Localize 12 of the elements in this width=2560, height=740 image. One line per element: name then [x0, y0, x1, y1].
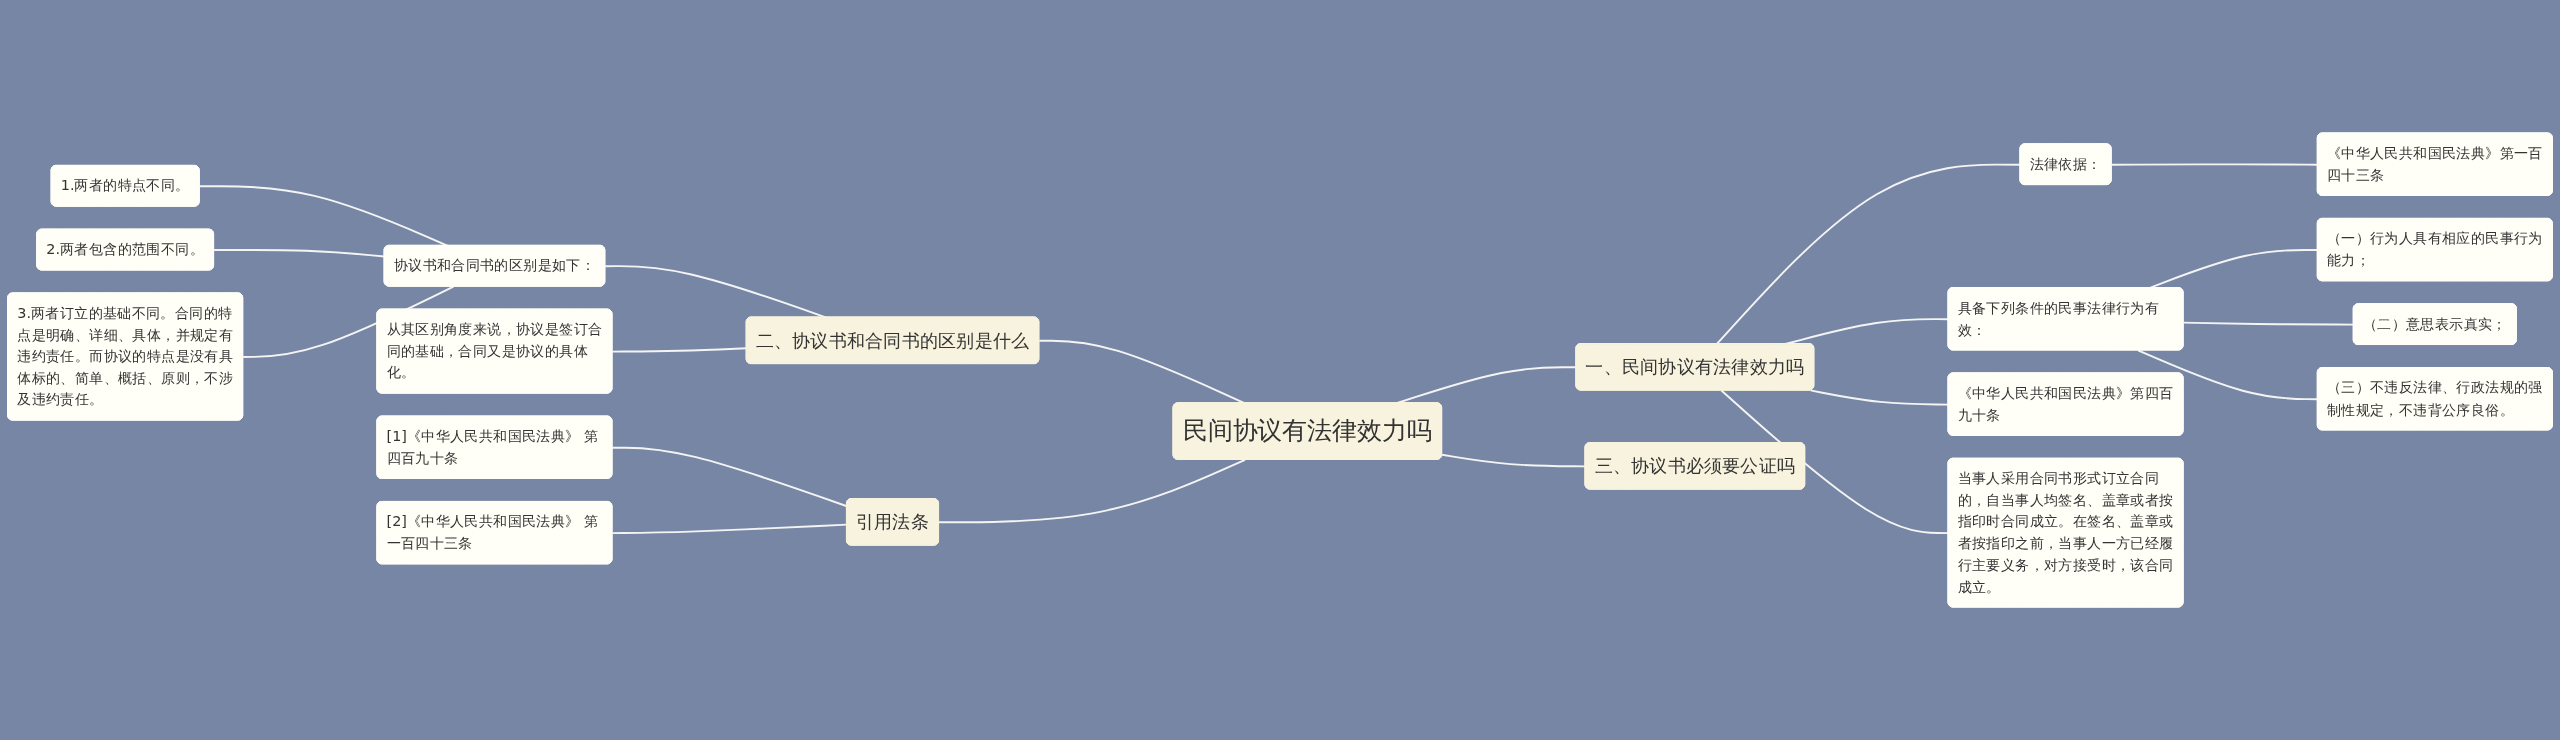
- connector: [2110, 163, 2319, 166]
- connector: [1441, 453, 1587, 468]
- connector: [611, 446, 848, 508]
- connector: [1720, 389, 1950, 535]
- connector: [1809, 389, 1950, 406]
- connector: [198, 185, 449, 247]
- connector: [611, 347, 748, 353]
- connector: [2182, 321, 2355, 326]
- connector: [611, 523, 848, 535]
- connector: [213, 248, 386, 258]
- connector: [938, 458, 1246, 524]
- connector: [2137, 349, 2319, 401]
